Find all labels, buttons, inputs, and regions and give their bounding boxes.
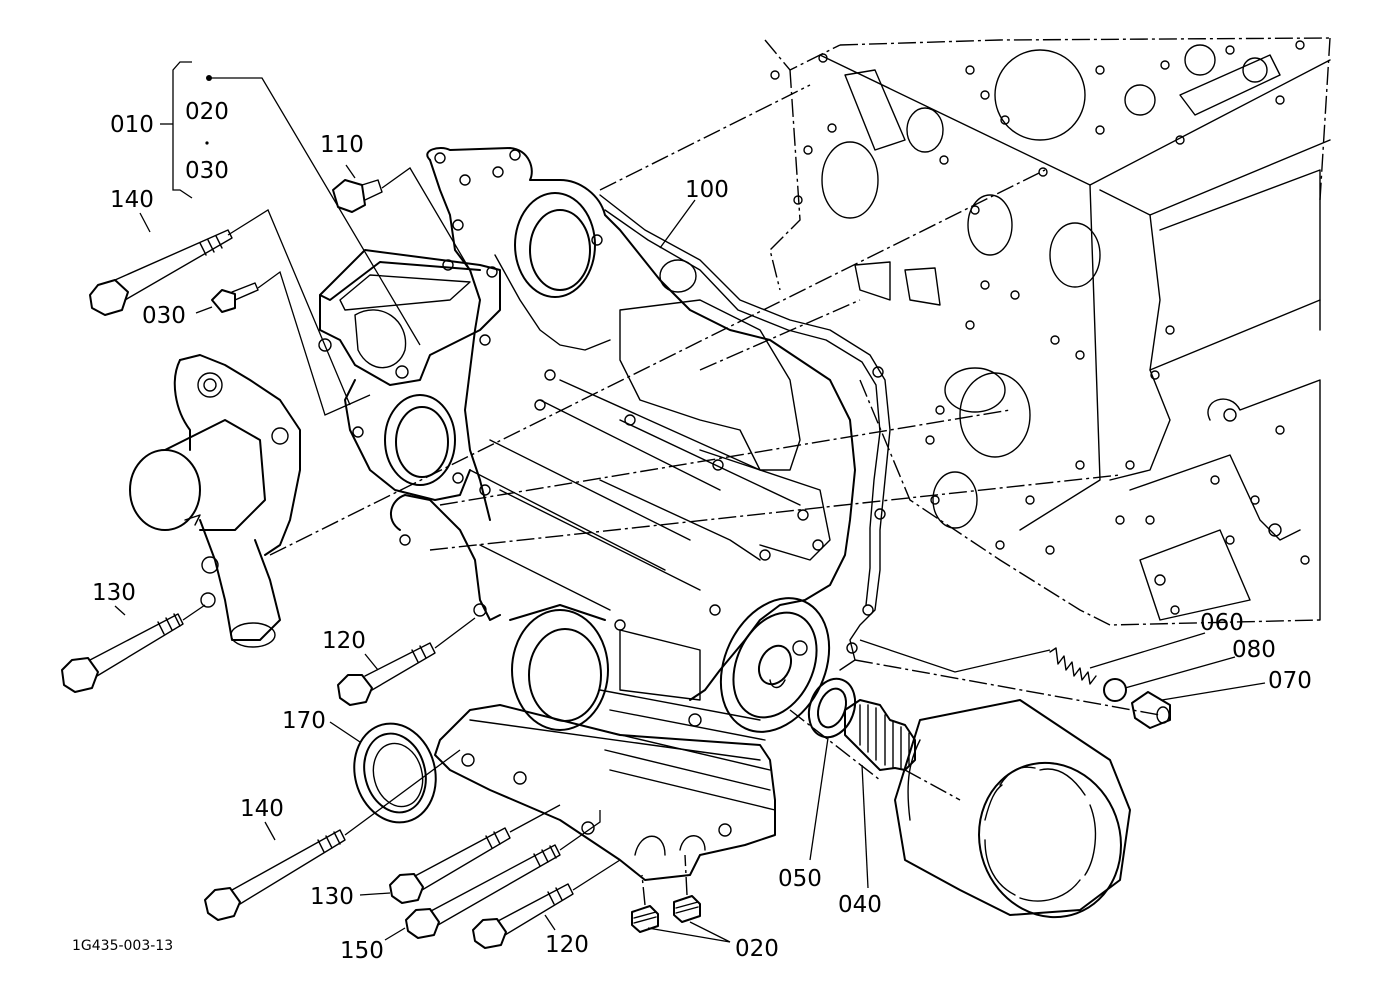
relief-spring-060 [1049, 647, 1097, 685]
label-070: 070 [1268, 668, 1312, 694]
plugs-020 [631, 854, 701, 933]
gear-case [390, 147, 856, 731]
fitting-040 [844, 699, 916, 771]
leader-lines [114, 61, 1266, 943]
label-140-bottom: 140 [240, 796, 284, 822]
label-100: 100 [685, 177, 729, 203]
oil-seal-170 [353, 722, 437, 824]
oil-filter [894, 699, 1131, 919]
bolt-030 [211, 282, 259, 313]
filter-mount [719, 597, 831, 733]
label-130-top: 130 [92, 580, 136, 606]
label-040: 040 [838, 892, 882, 918]
label-130-bottom: 130 [310, 884, 354, 910]
figure-code: 1G435-003-13 [72, 938, 173, 954]
bolt-130-bottom [389, 827, 511, 904]
label-080: 080 [1232, 637, 1276, 663]
label-170: 170 [282, 708, 326, 734]
label-030: 030 [142, 303, 186, 329]
label-120-bottom: 120 [545, 932, 589, 958]
label-060: 060 [1200, 610, 1244, 636]
label-020: 020 [185, 99, 229, 125]
label-140-top: 140 [110, 187, 154, 213]
label-030-group: 030 [185, 158, 229, 184]
relief-ball-080 [1103, 678, 1127, 702]
bolt-120-bottom [472, 883, 574, 949]
engine-block [764, 37, 1331, 626]
label-150: 150 [340, 938, 384, 964]
gasket-100 [599, 194, 891, 671]
bolt-120-top [337, 642, 436, 706]
label-010: 010 [110, 112, 154, 138]
thermostat-housing-010 [318, 249, 501, 501]
label-120-top: 120 [322, 628, 366, 654]
water-flange [129, 354, 301, 648]
relief-plug-070 [1131, 691, 1171, 729]
o-ring-050 [807, 677, 857, 739]
lower-cover [434, 629, 776, 881]
part-labels: 010 020 030 110 140 030 100 130 120 170 … [72, 99, 1312, 964]
label-050: 050 [778, 866, 822, 892]
bolt-130-top [61, 613, 184, 693]
label-110: 110 [320, 132, 364, 158]
bolt-140-bottom [204, 829, 346, 921]
label-020-bottom: 020 [735, 936, 779, 962]
bolt-110 [332, 179, 383, 213]
bolt-150 [405, 844, 561, 939]
